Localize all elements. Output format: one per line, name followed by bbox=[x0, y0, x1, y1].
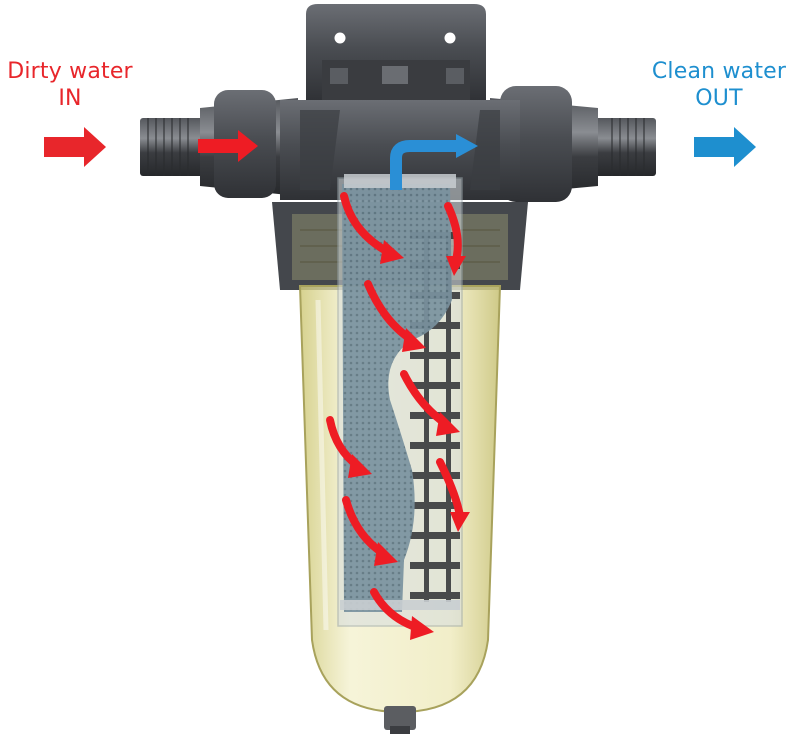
outlet-arrow-icon bbox=[694, 127, 756, 167]
curved-arrow-icon bbox=[340, 192, 392, 256]
outlet-label-line1: Clean water bbox=[651, 59, 787, 84]
outlet-flow-arrow-icon bbox=[390, 134, 478, 190]
curved-arrow-icon bbox=[444, 202, 462, 264]
filter-cartridge bbox=[337, 174, 463, 627]
inlet-label-line1: Dirty water bbox=[7, 59, 133, 84]
flow-arrow-heads bbox=[348, 240, 470, 640]
outlet-label: Clean water OUT bbox=[634, 58, 800, 112]
outlet-label-line2: OUT bbox=[695, 86, 743, 111]
inlet-arrow-icon bbox=[44, 127, 106, 167]
inlet-label: Dirty water IN bbox=[0, 58, 140, 112]
inlet-flow-arrow-icon bbox=[198, 130, 258, 162]
mounting-bracket bbox=[306, 4, 486, 102]
inlet-label-line2: IN bbox=[58, 86, 82, 111]
